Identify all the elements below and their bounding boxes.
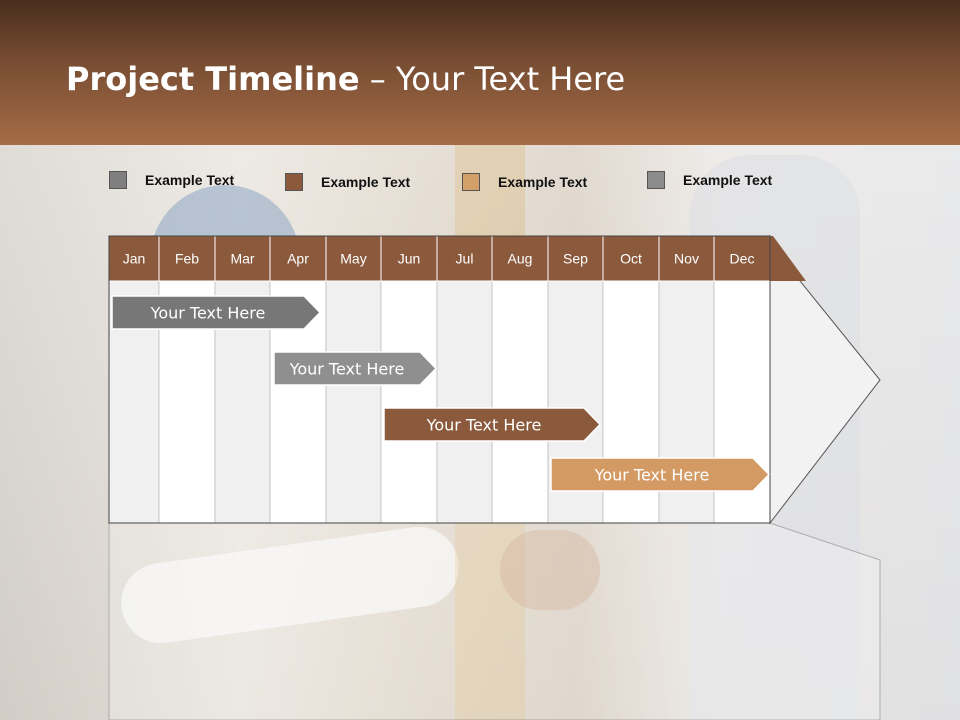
month-header-cell	[325, 235, 382, 282]
legend-swatch	[109, 171, 127, 189]
month-label: Jul	[456, 251, 474, 267]
timeline-bar	[550, 457, 771, 492]
timeline-bar-label: Your Text Here	[426, 416, 542, 435]
timeline-bar	[273, 351, 438, 386]
legend-swatch	[647, 171, 665, 189]
title-rest: – Your Text Here	[359, 60, 626, 98]
month-header-cell	[713, 235, 771, 282]
month-column	[325, 280, 382, 524]
month-column	[436, 280, 493, 524]
legend-label: Example Text	[321, 174, 411, 190]
handshake	[500, 530, 600, 610]
legend-label: Example Text	[498, 174, 588, 190]
month-label: Jan	[123, 251, 146, 267]
legend-swatch	[462, 173, 480, 191]
month-label: Feb	[175, 251, 199, 267]
legend-item-1: Example Text	[109, 170, 234, 190]
title-bold: Project Timeline	[66, 60, 360, 98]
month-label: Sep	[563, 251, 588, 267]
timeline-header-tip	[770, 236, 806, 281]
month-label: Dec	[730, 251, 755, 267]
month-header-cell	[269, 235, 327, 282]
timeline-bar-label: Your Text Here	[594, 466, 710, 485]
month-label: Apr	[287, 251, 309, 267]
month-label: Jun	[398, 251, 421, 267]
header-band: Project Timeline – Your Text Here	[0, 0, 960, 145]
month-column	[380, 280, 438, 524]
month-label: Mar	[230, 251, 254, 267]
month-column	[491, 280, 549, 524]
legend-item-3: Example Text	[462, 172, 587, 192]
month-header-cell	[658, 235, 715, 282]
month-label: Oct	[620, 251, 642, 267]
timeline-bar-label: Your Text Here	[289, 360, 405, 379]
timeline-frame	[108, 235, 771, 524]
timeline-bar	[383, 407, 602, 442]
legend-label: Example Text	[145, 172, 235, 188]
month-header-cell	[158, 235, 216, 282]
month-header-cell	[491, 235, 549, 282]
legend-swatch	[285, 173, 303, 191]
legend-item-2: Example Text	[285, 172, 410, 192]
timeline-reflection	[108, 522, 881, 720]
month-label: May	[340, 251, 366, 267]
timeline-bar	[111, 295, 322, 330]
month-label: Nov	[674, 251, 699, 267]
timeline-bar-label: Your Text Here	[150, 304, 266, 323]
legend-item-4: Example Text	[647, 170, 772, 190]
legend-label: Example Text	[683, 172, 773, 188]
month-label: Aug	[508, 251, 533, 267]
page-title: Project Timeline – Your Text Here	[66, 60, 625, 98]
